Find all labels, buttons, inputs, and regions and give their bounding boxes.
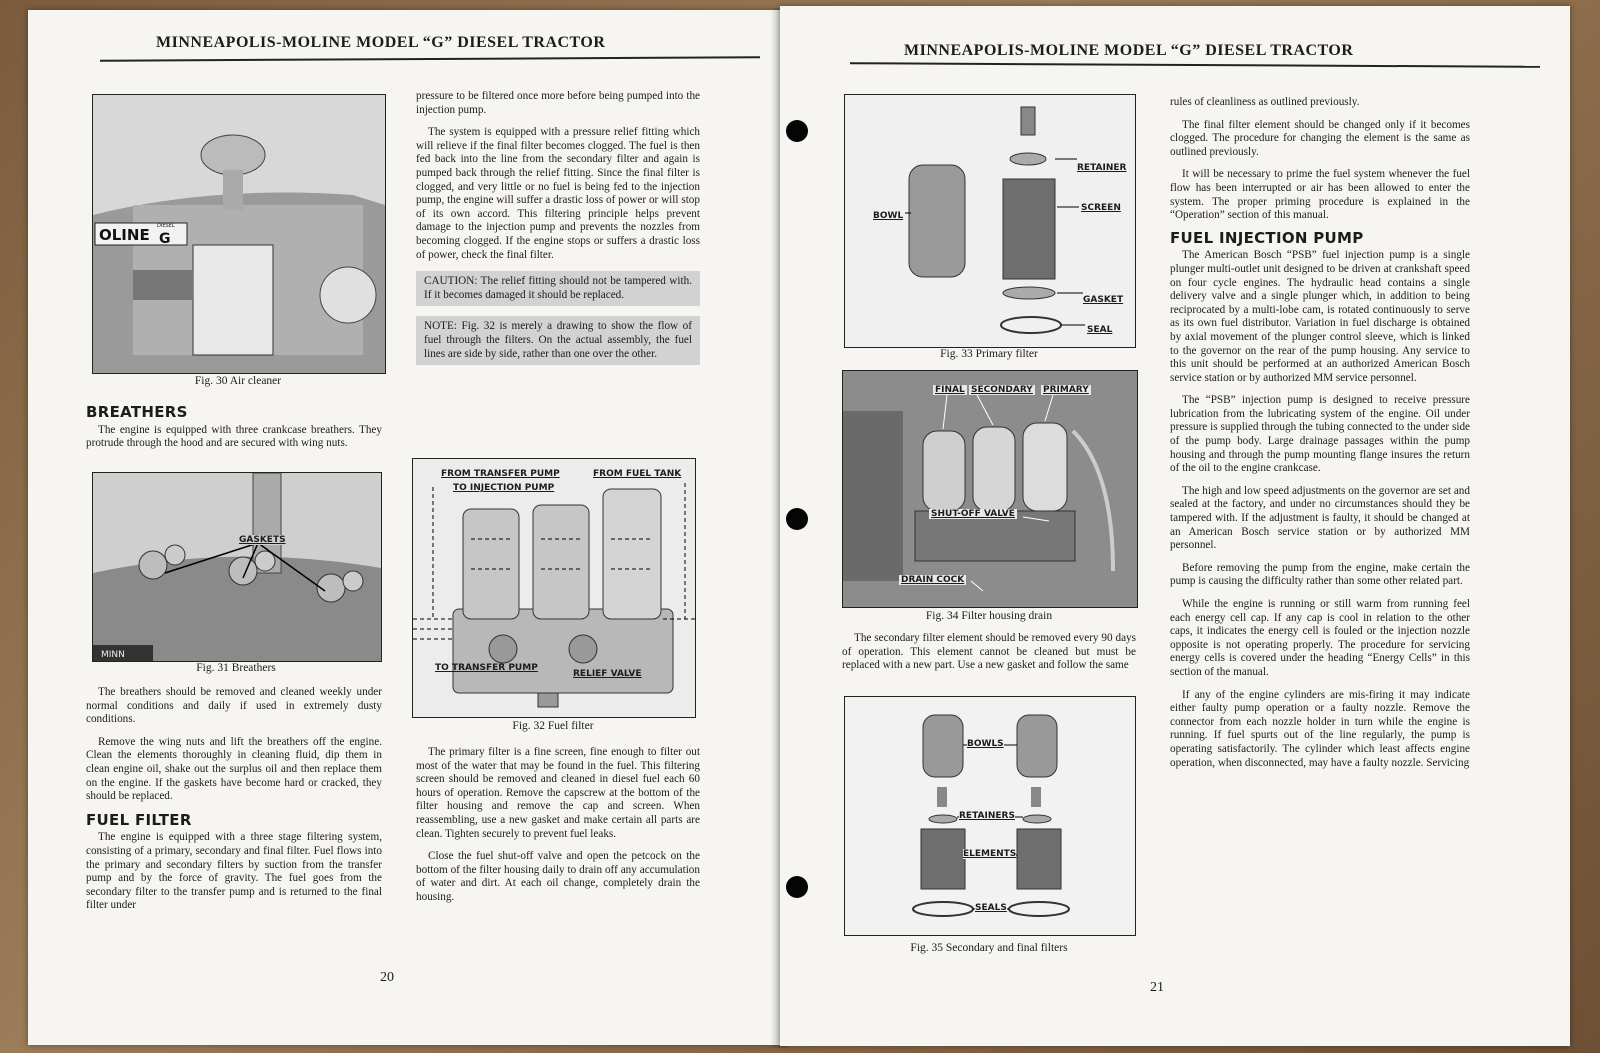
fig33-caption: Fig. 33 Primary filter <box>940 348 1038 360</box>
breathers-paragraph-1: The engine is equipped with three crankc… <box>86 423 382 450</box>
left-page-column-2: pressure to be filtered once more before… <box>416 90 700 375</box>
right-column2-paragraph-7: Before removing the pump from the engine… <box>1170 561 1470 588</box>
fig34-callout-drain-cock: DRAIN COCK <box>899 575 967 585</box>
column2-paragraph-1: pressure to be filtered once more before… <box>416 90 700 116</box>
fig34-caption: Fig. 34 Filter housing drain <box>925 610 1053 622</box>
fig35-callout-elements: ELEMENTS <box>963 849 1017 859</box>
note-text: NOTE: Fig. 32 is merely a drawing to sho… <box>424 320 692 360</box>
fig32-callout-from-transfer-pump: FROM TRANSFER PUMP <box>441 469 560 479</box>
right-column2-paragraph-4: The American Bosch “PSB” fuel injection … <box>1170 249 1470 384</box>
fig34-callout-final: FINAL <box>933 385 967 395</box>
fig31-callout-gaskets: GASKETS <box>239 535 286 545</box>
right-page-column-2: rules of cleanliness as outlined previou… <box>1170 96 1470 779</box>
fig33-callout-bowl: BOWL <box>873 211 904 221</box>
column2-paragraph-4: Close the fuel shut-off valve and open t… <box>416 850 700 903</box>
left-page: MINNEAPOLIS-MOLINE MODEL “G” DIESEL TRAC… <box>28 10 780 1045</box>
right-header-rule <box>849 62 1541 68</box>
fig31-corner-text: MINN <box>101 650 125 660</box>
fuel-filter-heading: FUEL FILTER <box>86 810 192 829</box>
punch-hole-middle <box>786 508 808 530</box>
note-box: NOTE: Fig. 32 is merely a drawing to sho… <box>416 316 700 366</box>
caution-text: CAUTION: The relief fitting should not b… <box>424 275 692 301</box>
caution-box: CAUTION: The relief fitting should not b… <box>416 271 700 307</box>
fig35-secondary-final-filters-photo: BOWLS RETAINERS ELEMENTS SEALS <box>844 696 1136 936</box>
fig35-callout-bowls: BOWLS <box>967 739 1004 749</box>
fig33-callout-retainer: RETAINER <box>1077 163 1127 173</box>
breathers-heading: BREATHERS <box>86 403 188 421</box>
fuel-injection-pump-heading: FUEL INJECTION PUMP <box>1170 228 1364 247</box>
fig30-badge-text: OLINE <box>99 226 150 244</box>
right-column2-paragraph-1: rules of cleanliness as outlined previou… <box>1170 96 1360 108</box>
right-column2-paragraph-9: If any of the engine cylinders are mis-f… <box>1170 688 1470 769</box>
column2-paragraph-3: The primary filter is a fine screen, fin… <box>416 746 700 840</box>
fig33-callout-gasket: GASKET <box>1083 295 1124 305</box>
fig31-caption: Fig. 31 Breathers <box>196 662 276 674</box>
fig33-callout-screen: SCREEN <box>1081 203 1121 213</box>
fig30-badge-letter: G <box>159 231 171 247</box>
fig35-caption: Fig. 35 Secondary and final filters <box>910 942 1068 954</box>
fig34-callout-shutoff-valve: SHUT-OFF VALVE <box>929 509 1017 519</box>
left-page-column-1: BREATHERS The engine is equipped with th… <box>86 398 382 460</box>
fig33-callout-seal: SEAL <box>1087 325 1113 335</box>
punch-hole-top <box>786 120 808 142</box>
fig31-breathers-photo: MINN GASKETS <box>92 472 382 662</box>
fig34-callout-primary: PRIMARY <box>1041 385 1091 395</box>
right-page: MINNEAPOLIS-MOLINE MODEL “G” DIESEL TRAC… <box>780 6 1570 1046</box>
right-column2-paragraph-8: While the engine is running or still war… <box>1170 598 1470 678</box>
fig34-callout-secondary: SECONDARY <box>969 385 1035 395</box>
fig32-callout-to-injection-pump: TO INJECTION PUMP <box>453 483 555 493</box>
column2-paragraph-2: The system is equipped with a pressure r… <box>416 126 700 261</box>
fig34-filter-housing-drain-photo: FINAL SECONDARY PRIMARY SHUT-OFF VALVE D… <box>842 370 1138 608</box>
fig32-callout-to-transfer-pump: TO TRANSFER PUMP <box>435 663 538 673</box>
fig33-primary-filter-photo: RETAINER BOWL SCREEN GASKET SEAL <box>844 94 1136 348</box>
fig30-caption: Fig. 30 Air cleaner <box>194 375 282 387</box>
fuel-filter-paragraph-1: The engine is equipped with a three stag… <box>86 831 382 912</box>
breathers-paragraph-3: Remove the wing nuts and lift the breath… <box>86 735 382 803</box>
fig32-callout-relief-valve: RELIEF VALVE <box>573 669 642 679</box>
right-column2-paragraph-6: The high and low speed adjustments on th… <box>1170 484 1470 552</box>
breathers-paragraph-2: The breathers should be removed and clea… <box>86 686 382 726</box>
left-page-header: MINNEAPOLIS-MOLINE MODEL “G” DIESEL TRAC… <box>156 34 606 51</box>
fig30-badge-small: DIESEL <box>157 223 175 229</box>
fig32-fuel-filter-diagram: FROM TRANSFER PUMP TO INJECTION PUMP FRO… <box>412 458 696 718</box>
left-page-number: 20 <box>380 970 394 985</box>
right-page-column-1: The secondary filter element should be r… <box>842 632 1136 682</box>
right-column1-paragraph-1: The secondary filter element should be r… <box>842 632 1136 672</box>
fig32-callout-from-fuel-tank: FROM FUEL TANK <box>593 469 682 479</box>
header-rule <box>99 56 761 62</box>
right-column2-paragraph-2: The final filter element should be chang… <box>1170 118 1470 158</box>
right-page-number: 21 <box>1150 980 1164 995</box>
right-column2-paragraph-5: The “PSB” injection pump is designed to … <box>1170 394 1470 475</box>
left-page-column-2-lower: The primary filter is a fine screen, fin… <box>416 746 700 914</box>
fig32-caption: Fig. 32 Fuel filter <box>512 720 594 732</box>
left-page-column-1-lower: The breathers should be removed and clea… <box>86 686 382 922</box>
right-column2-paragraph-3: It will be necessary to prime the fuel s… <box>1170 168 1470 222</box>
fig30-air-cleaner-photo: OLINE DIESEL G <box>92 94 386 374</box>
fig35-callout-retainers: RETAINERS <box>959 811 1015 821</box>
right-page-header: MINNEAPOLIS-MOLINE MODEL “G” DIESEL TRAC… <box>904 42 1354 59</box>
fig35-callout-seals: SEALS <box>975 903 1007 913</box>
punch-hole-bottom <box>786 876 808 898</box>
